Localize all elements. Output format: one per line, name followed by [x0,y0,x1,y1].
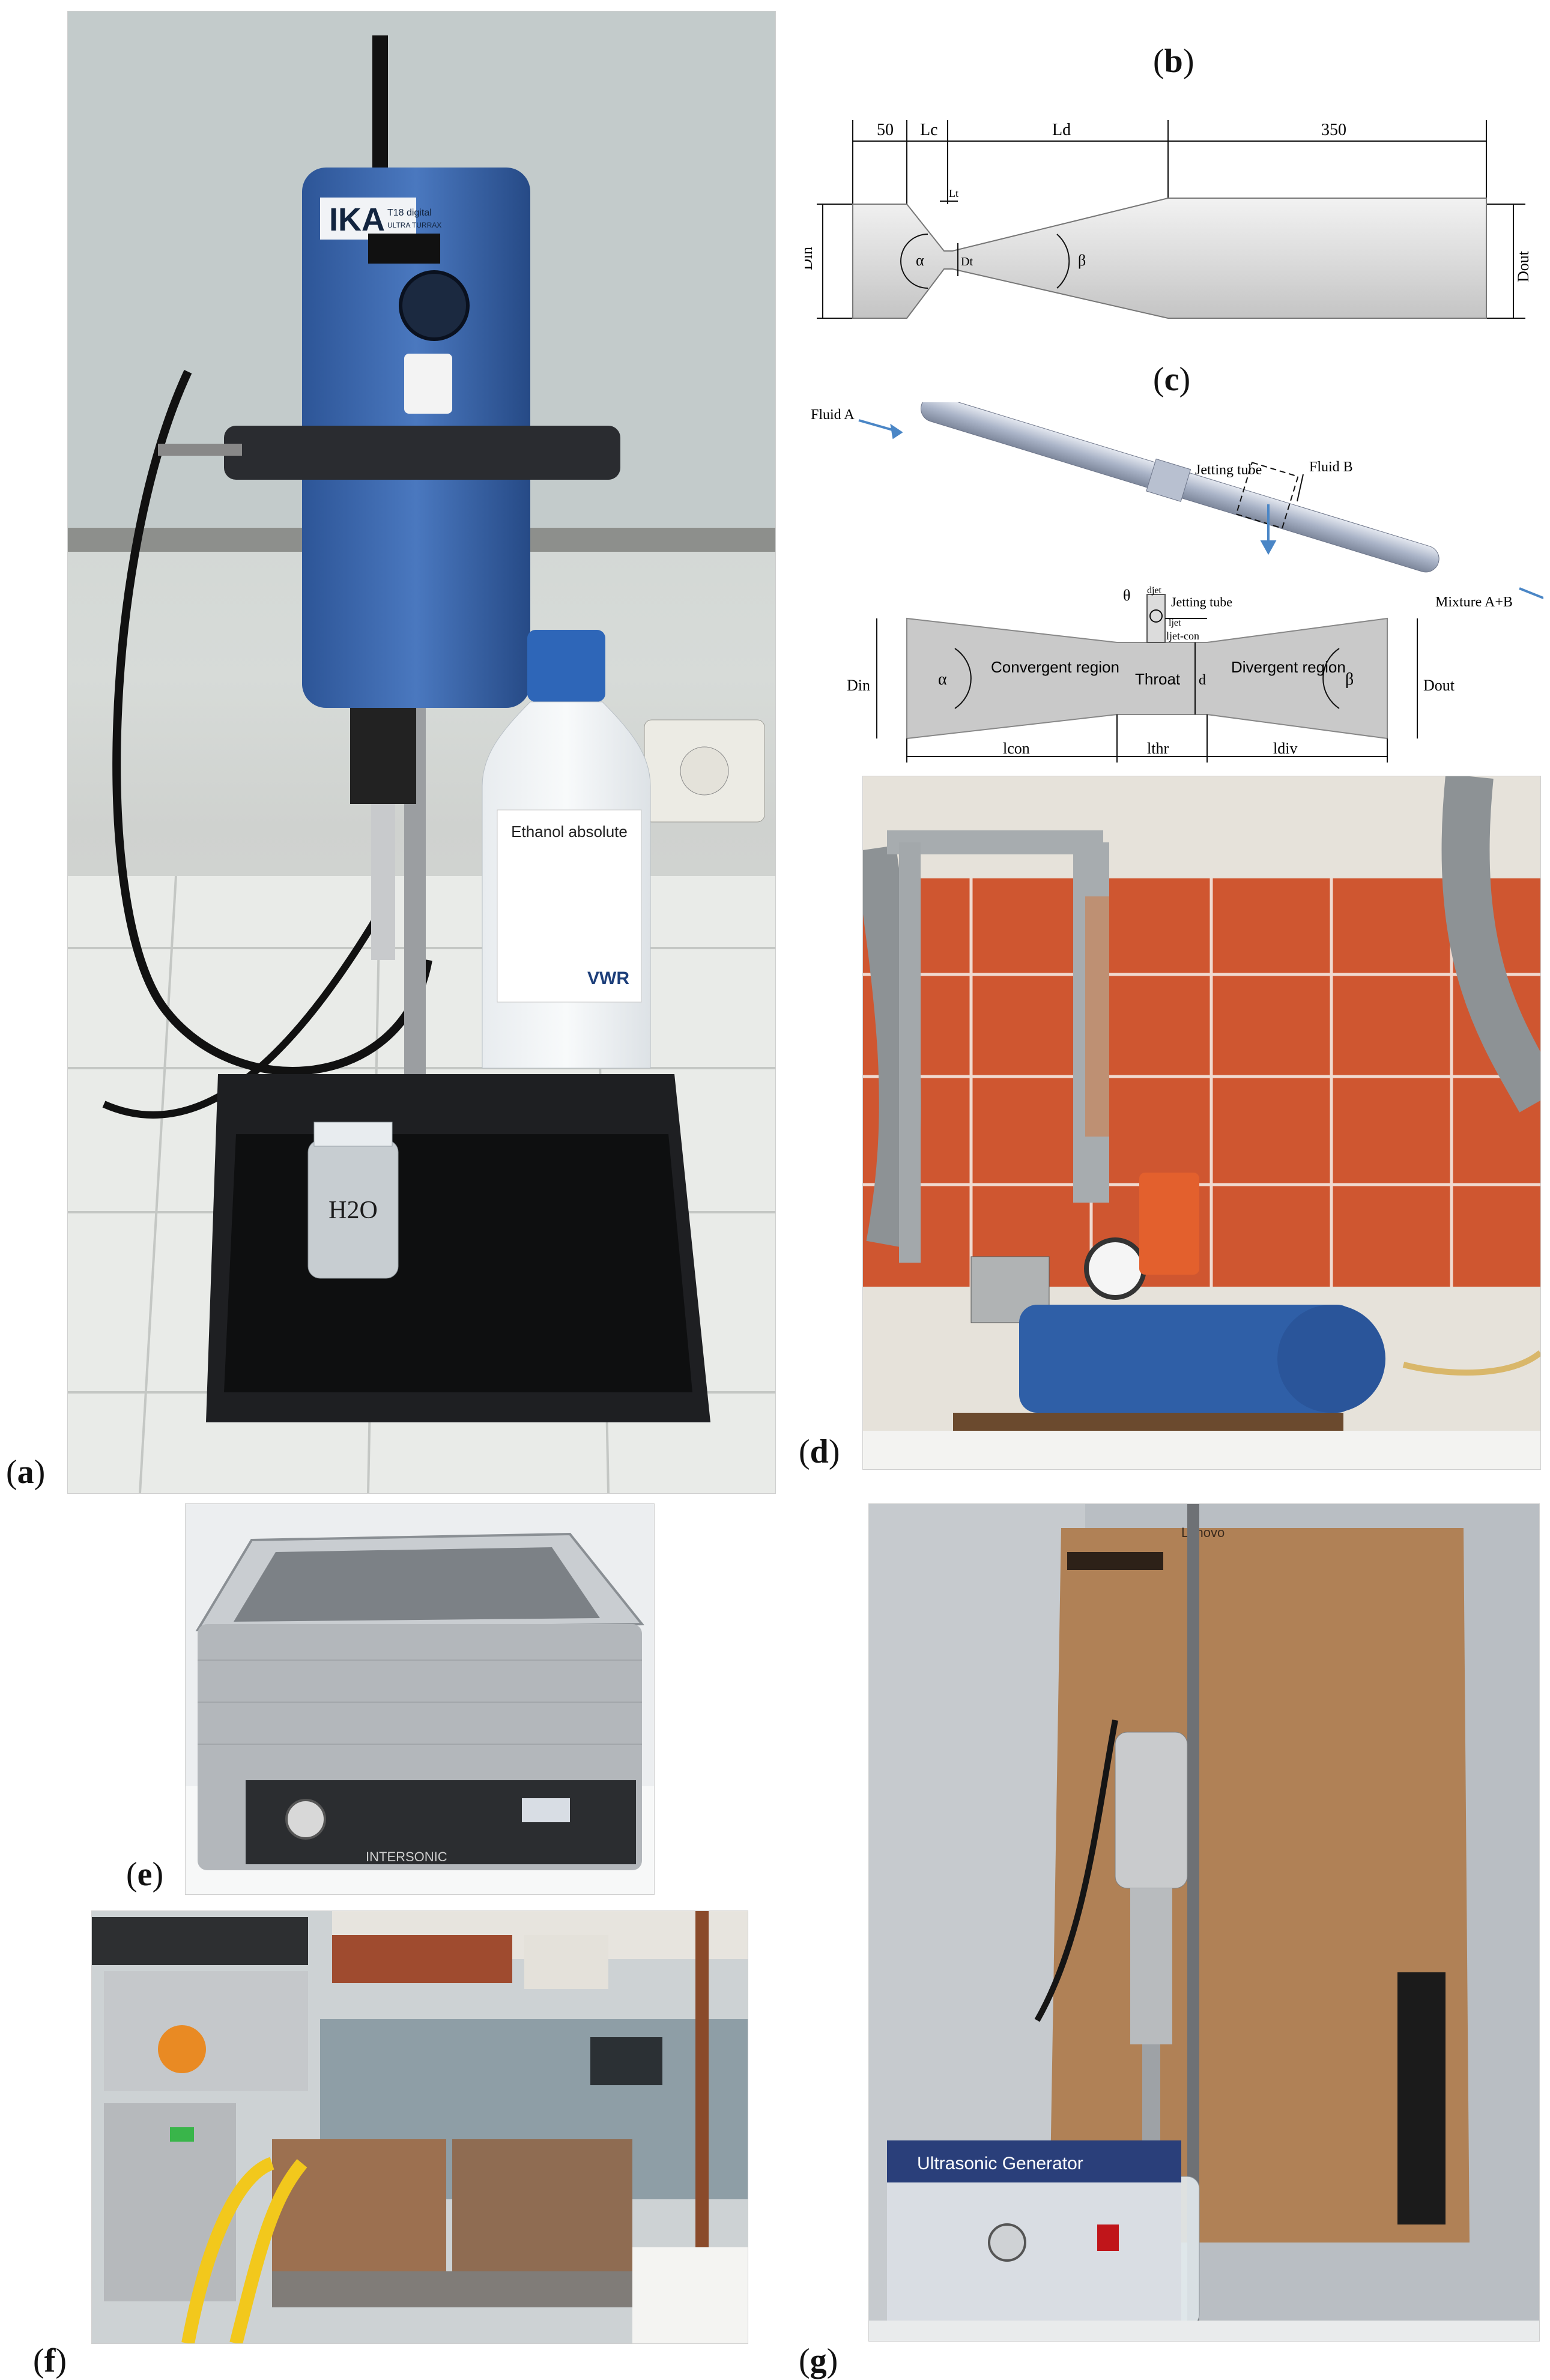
bath-brand-text: INTERSONIC [366,1849,447,1864]
photo-cavitation-rig [862,776,1541,1470]
label-ljet: ljet [1169,618,1181,628]
dim-350: 350 [1321,121,1346,139]
dim-ld: Ld [1052,121,1071,139]
label-dt: Dt [961,255,973,268]
label-ldiv: ldiv [1273,740,1297,757]
label-alpha: α [916,252,924,269]
diagram-venturi-b: 50 Lc Ld 350 Lt Din Dout Dt α β [805,120,1532,319]
label-ljet-con: ljet-con [1166,630,1199,642]
label-fluid-b: Fluid B [1309,459,1353,475]
photo-ultrasonic-bath: INTERSONIC [185,1503,655,1895]
label-lcon: lcon [1003,740,1030,757]
photo-ultrasonic-probe: Lenovo Ultrasonic Generator [868,1503,1540,2342]
label-beta-c: β [1345,670,1354,689]
panel-label-e: (e) [126,1856,164,1893]
bottle-brand-text: VWR [587,968,629,988]
panel-label-f: (f) [33,2342,67,2379]
label-theta: θ [1123,587,1130,604]
panel-label-c: (c) [1153,361,1191,398]
label-din: Din [805,247,816,270]
ika-brand-text: IKA [329,202,385,238]
label-dout-c: Dout [1423,677,1455,694]
beaker-label-text: H2O [328,1197,378,1224]
panel-label-d: (d) [799,1433,840,1470]
ika-sub-text: ULTRA TURRAX [387,221,441,229]
panel-label-g: (g) [799,2342,838,2379]
diagram-jetting-c: Fluid A Jetting tube Fluid B Mixture A+B… [811,402,1543,763]
label-lthr: lthr [1147,740,1169,757]
label-throat: Throat [1135,670,1181,688]
photo-homogenizer: Ethanol absolute VWR H2O IKA T18 digital… [67,11,776,1494]
ika-model-text: T18 digital [387,208,432,218]
dim-lt: Lt [949,187,958,199]
photo-reactor-setup [91,1910,748,2344]
label-divergent: Divergent region [1231,658,1346,676]
label-convergent: Convergent region [991,658,1119,676]
dim-50: 50 [877,121,894,139]
label-beta: β [1078,252,1086,269]
generator-label-text: Ultrasonic Generator [917,2154,1083,2173]
label-din-c: Din [847,677,870,694]
label-dout: Dout [1515,250,1532,282]
label-d: d [1199,672,1206,688]
label-fluid-a: Fluid A [811,407,855,423]
bottle-label-text: Ethanol absolute [511,823,628,841]
dim-lc: Lc [920,121,938,139]
label-jetting-tube: Jetting tube [1171,594,1232,609]
panel-label-b: (b) [1153,43,1194,80]
label-alpha-c: α [938,670,947,689]
label-jetting-tube-top: Jetting tube [1195,462,1262,478]
label-mixture: Mixture A+B [1435,594,1513,610]
panel-label-a: (a) [6,1454,46,1491]
label-djet: djet [1147,585,1162,596]
